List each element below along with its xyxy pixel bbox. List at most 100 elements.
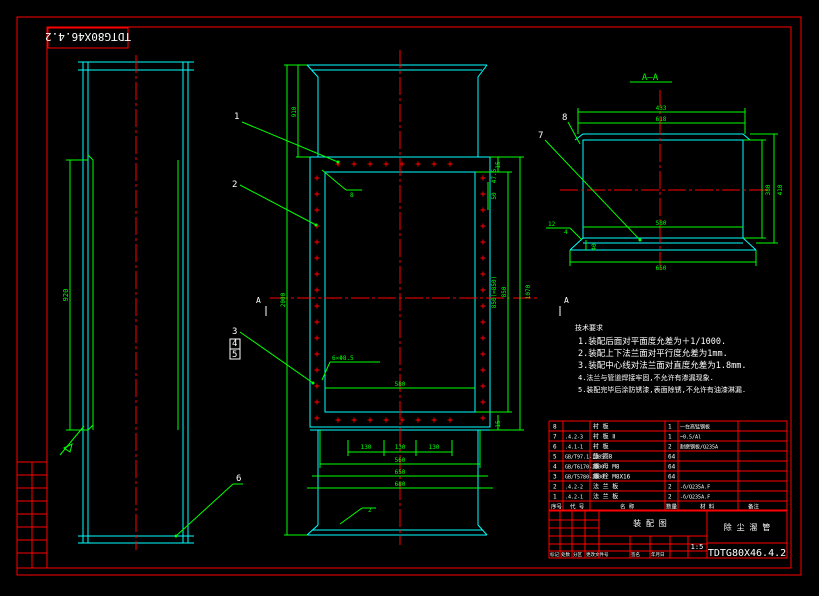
drawing-code: TDTG80X46.4.2 [708,548,786,559]
title-block-text: 装 配 图 除 尘 溜 管 TDTG80X46.4.2 1:5 [633,518,786,559]
section-view: A—A [560,73,770,270]
svg-text:650: 650 [395,469,406,476]
svg-text:4: 4 [564,229,568,236]
bom-cell: .4.1-1 [565,445,583,451]
bom-cell: 衬 板 [593,443,609,451]
svg-text:4: 4 [232,339,237,349]
svg-text:850(=850): 850(=850) [491,276,498,309]
bolt-mark [480,223,486,229]
bom-cell: 2 [668,444,672,451]
bolt-mark [314,303,320,309]
bom-cell: 64 [668,474,676,481]
title-cell-assembly: 装 配 图 [633,518,667,528]
bom-cell: 一在高锰钢板 [680,424,710,431]
svg-text:433: 433 [656,105,667,112]
bolt-mark [314,319,320,325]
bolt-mark [314,415,320,421]
bolt-mark [447,417,453,423]
bom-cell: .4.2-3 [565,435,583,441]
dim-left-height: 920 [62,289,70,302]
svg-text:A—A: A—A [642,73,659,83]
bolt-mark [415,161,421,167]
bolt-mark [447,161,453,167]
bolt-mark [383,417,389,423]
bolt-mark [383,161,389,167]
svg-text:50: 50 [491,192,498,200]
svg-text:2.装配上下法兰面对平行度允差为1mm.: 2.装配上下法兰面对平行度允差为1mm. [578,348,728,359]
bom-cell: 1 [553,494,557,501]
svg-text:380: 380 [765,184,772,195]
outer-frame [16,16,802,576]
svg-text:A: A [564,296,569,305]
weld-symbol-top: 8 [321,169,362,199]
bolt-mark [314,351,320,357]
bolt-mark [314,175,320,181]
bom-cell: .4.2-2 [565,485,583,491]
bolt-mark [480,271,486,277]
svg-text:618: 618 [656,116,667,123]
svg-text:2: 2 [368,507,372,514]
bolt-mark [480,415,486,421]
bolt-mark [480,335,486,341]
bom-cell: 备注 [748,503,760,511]
balloon-8: 8 [562,113,581,145]
bom-cell: 代 号 [570,503,585,511]
bom-cell: 1 [668,434,672,441]
bom-cell: .4.2-1 [565,495,583,501]
svg-text:410: 410 [777,184,784,195]
bom-cell: 5 [553,454,557,461]
bolt-mark [399,417,405,423]
left-revision-strip [16,461,48,569]
balloon-6: 6 [174,474,243,538]
bolt-mark [314,287,320,293]
bom-cell: 耐磨钢板/Q235A [680,444,718,451]
svg-text:130: 130 [395,444,406,451]
svg-text:40: 40 [591,243,598,251]
svg-text:4.法兰与管道焊接牢固,不允许有渗漏现象.: 4.法兰与管道焊接牢固,不允许有渗漏现象. [578,373,714,382]
bom-cell: 法 兰 板 [593,483,618,491]
bolt-mark [480,191,486,197]
bolt-mark [480,351,486,357]
svg-text:650: 650 [656,265,667,272]
weld-symbol-left [59,425,85,456]
svg-text:5: 5 [232,350,237,360]
corner-code-box: TDTG80X46.4.2 [45,27,131,49]
bom-cell: GB/T97.1-1985 [565,455,604,461]
bolt-mark [314,207,320,213]
front-dims [284,64,524,536]
bolt-mark [335,417,341,423]
bolt-pattern [314,161,486,423]
bolt-mark [314,399,320,405]
bolt-mark [480,383,486,389]
svg-text:560: 560 [395,457,406,464]
bom-cell: 标记 [550,551,559,558]
section-dims [569,108,778,266]
bom-cell: 7 [553,434,557,441]
front-view: A A [256,50,569,545]
bolt-mark [480,399,486,405]
bolt-mark [480,255,486,261]
svg-text:1: 1 [234,112,239,122]
bolt-mark [351,417,357,423]
bolt-mark [367,417,373,423]
section-dim-labels: 433 618 580 650 380 410 40 [591,105,784,272]
bolt-mark [351,161,357,167]
svg-text:12: 12 [548,221,556,228]
weld-symbol-section: 12 4 [546,221,583,241]
svg-text:5.装配完毕后涂防锈漆,表面除锈,不允许有油漆淋漏.: 5.装配完毕后涂防锈漆,表面除锈,不允许有油漆淋漏. [578,385,746,394]
bom-cell: 衬 板 Ⅱ [593,433,615,441]
svg-text:2000: 2000 [280,292,287,307]
svg-text:8: 8 [562,113,567,123]
technical-notes: 技术要求 1.装配后面对平面度允差为＋1/1000. 2.装配上下法兰面对平行度… [575,323,746,394]
bolt-mark [314,335,320,341]
bom-cell: -δ/Q235A.F [680,485,710,491]
bolt-mark [480,207,486,213]
bom-cell: -δ/Q235A.F [680,495,710,501]
bom-cell: 数量 [666,503,678,511]
svg-text:2: 2 [232,180,237,190]
balloon-3-4-5: 3 4 5 [229,327,315,385]
hole-note: 6×Φ8.5 [321,355,380,381]
